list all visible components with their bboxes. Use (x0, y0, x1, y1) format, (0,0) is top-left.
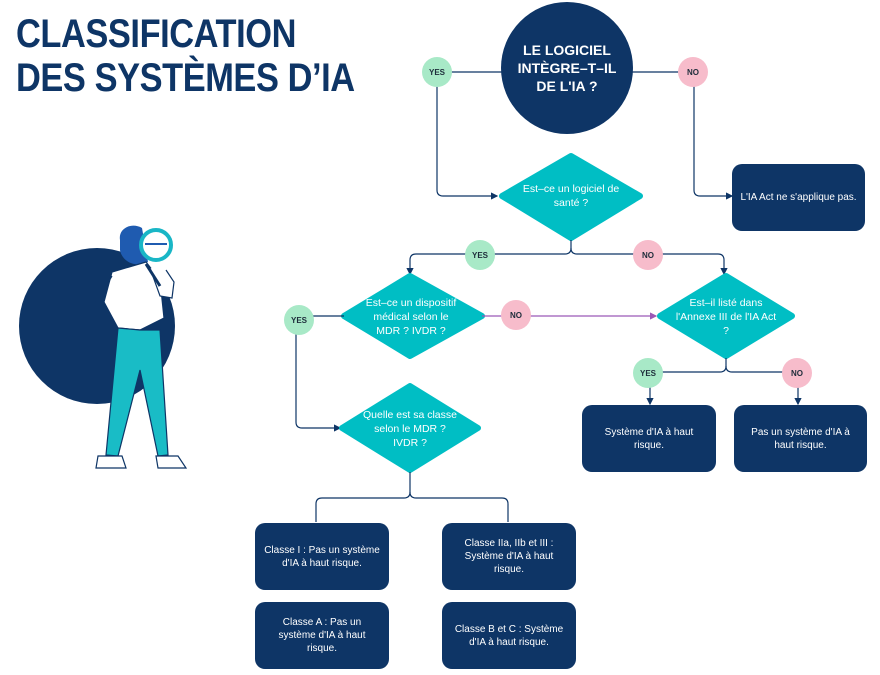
sante-yes-badge: YES (465, 240, 495, 270)
outcome-annexe-yes: Système d'IA à haut risque. (582, 405, 716, 472)
q-sante-node (499, 153, 643, 241)
title-line-2: DES SYSTÈMES D’IA (16, 56, 355, 100)
classe-left-connector (315, 472, 411, 522)
sante-no-connector (570, 247, 728, 276)
dispositif-yes-to-classe (295, 332, 342, 432)
page-title: CLASSIFICATION DES SYSTÈMES D’IA (16, 12, 355, 100)
outcome-classe-i: Classe I : Pas un système d'IA à haut ri… (255, 523, 389, 590)
root-question-label: LE LOGICIEL INTÈGRE–T–IL DE L'IA ? (517, 42, 617, 94)
q-annexe-label: Est–il listé dans l'Annexe III de l'IA A… (675, 297, 777, 337)
annexe-yes-connector (646, 358, 727, 406)
root-yes-to-sante (436, 86, 499, 200)
annexe-no-badge: NO (782, 358, 812, 388)
q-sante-label: Est–ce un logiciel de santé ? (522, 183, 620, 209)
q-dispositif-label: Est–ce un dispositif médical selon le MD… (365, 297, 457, 337)
dispositif-yes-badge: YES (284, 305, 314, 335)
q-annexe-node (657, 273, 795, 359)
root-question-node (501, 2, 633, 134)
sante-no-badge: NO (633, 240, 663, 270)
annexe-yes-badge: YES (633, 358, 663, 388)
q-dispositif-node (341, 273, 485, 359)
root-no-badge: NO (678, 57, 708, 87)
outcome-classe-a: Classe A : Pas un système d'IA à haut ri… (255, 602, 389, 669)
classe-right-connector (409, 491, 509, 522)
outcome-classe-iia-iib-iii: Classe IIa, IIb et III : Système d'IA à … (442, 523, 576, 590)
q-classe-node (339, 383, 481, 473)
outcome-not-applicable: L'IA Act ne s'applique pas. (732, 164, 865, 231)
q-classe-label: Quelle est sa classe selon le MDR ? IVDR… (363, 409, 457, 449)
outcome-annexe-no: Pas un système d'IA à haut risque. (734, 405, 867, 472)
root-yes-badge: YES (422, 57, 452, 87)
person-with-magnifying-glass-icon (95, 225, 188, 469)
title-line-1: CLASSIFICATION (16, 12, 296, 56)
outcome-classe-b-c: Classe B et C : Système d'IA à haut risq… (442, 602, 576, 669)
root-no-to-outcome (693, 86, 734, 200)
dispositif-no-badge: NO (501, 300, 531, 330)
